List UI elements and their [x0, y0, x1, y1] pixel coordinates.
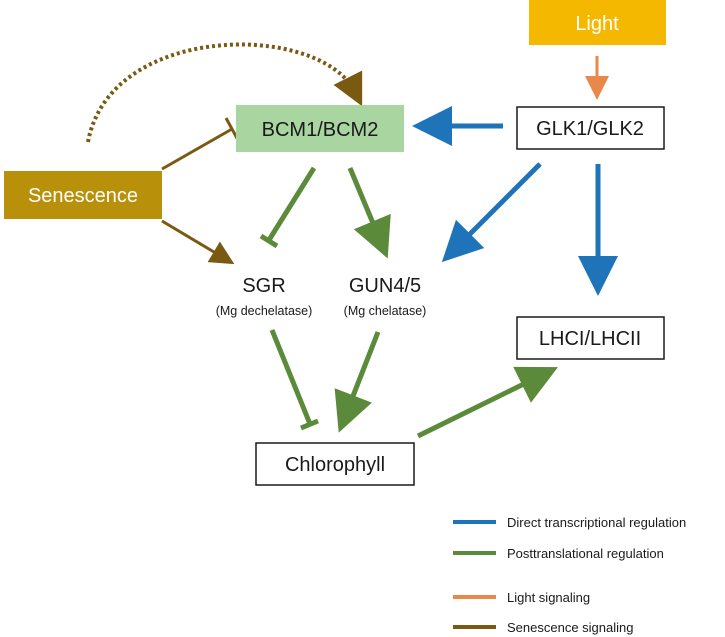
- legend-item-light-signaling: Light signaling: [453, 590, 590, 605]
- svg-text:GLK1/GLK2: GLK1/GLK2: [536, 118, 644, 140]
- node-glk: GLK1/GLK2: [516, 106, 665, 150]
- legend-item-direct-transcriptional: Direct transcriptional regulation: [453, 515, 686, 530]
- edge-bcm-to-gun: [347, 167, 391, 259]
- edge-sgr-inhibits-chlorophyll-bar: [300, 418, 319, 431]
- node-sgr: SGR (Mg dechelatase): [216, 275, 313, 318]
- svg-text:Light signaling: Light signaling: [507, 590, 590, 605]
- node-gun: GUN4/5 (Mg chelatase): [344, 275, 427, 318]
- svg-text:GUN4/5: GUN4/5: [349, 275, 421, 297]
- svg-text:Posttranslational regulation: Posttranslational regulation: [507, 546, 664, 561]
- legend-item-posttranslational: Posttranslational regulation: [453, 546, 664, 561]
- node-senescence: Senescence: [4, 171, 162, 219]
- svg-text:Senescence: Senescence: [28, 185, 138, 207]
- edge-sgr-inhibits-chlorophyll: [269, 329, 313, 425]
- node-chlorophyll: Chlorophyll: [255, 442, 415, 486]
- node-lhc: LHCI/LHCII: [516, 316, 665, 360]
- svg-text:SGR: SGR: [242, 275, 285, 297]
- edge-chlorophyll-to-lhc: [416, 366, 558, 439]
- edge-bcm-inhibits-sgr-bar: [259, 233, 279, 249]
- svg-text:Direct transcriptional regulat: Direct transcriptional regulation: [507, 515, 686, 530]
- svg-text:LHCI/LHCII: LHCI/LHCII: [539, 328, 641, 350]
- node-bcm: BCM1/BCM2: [236, 105, 404, 152]
- svg-text:Chlorophyll: Chlorophyll: [285, 454, 385, 476]
- edge-senescence-to-sgr: [161, 219, 235, 265]
- edge-glk-to-gun: [441, 162, 542, 263]
- legend: Direct transcriptional regulation Posttr…: [453, 515, 686, 635]
- svg-text:Light: Light: [575, 13, 619, 35]
- node-light: Light: [529, 0, 666, 45]
- edge-senescence-inhibits-bcm: [161, 127, 233, 171]
- edge-gun-to-chlorophyll: [334, 331, 381, 433]
- svg-text:(Mg dechelatase): (Mg dechelatase): [216, 304, 313, 318]
- svg-text:Senescence signaling: Senescence signaling: [507, 620, 633, 635]
- legend-item-senescence-signaling: Senescence signaling: [453, 620, 633, 635]
- svg-text:(Mg chelatase): (Mg chelatase): [344, 304, 427, 318]
- svg-text:BCM1/BCM2: BCM1/BCM2: [262, 119, 379, 141]
- edge-bcm-inhibits-sgr: [266, 166, 317, 242]
